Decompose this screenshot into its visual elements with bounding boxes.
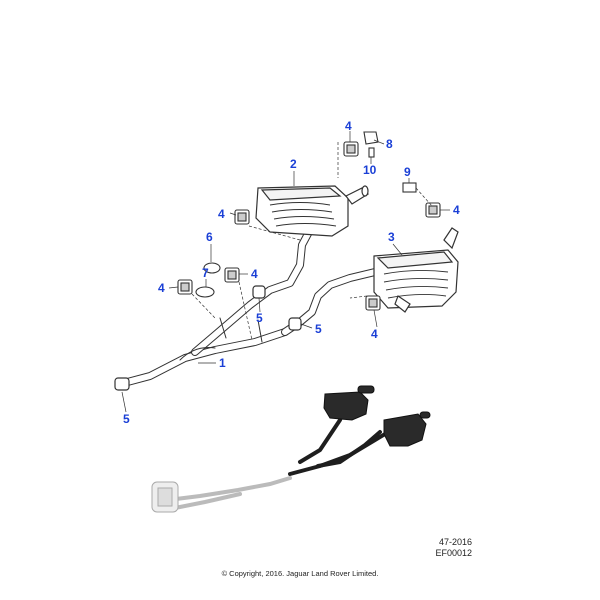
callout-4-right: 4 xyxy=(453,203,460,217)
rear-muffler-left xyxy=(255,185,369,237)
exhaust-pipe-assembly xyxy=(114,226,379,391)
callout-6: 6 xyxy=(206,230,213,244)
inset-mufflers xyxy=(323,385,431,447)
callout-4-lower-right: 4 xyxy=(371,327,378,341)
callout-4-top: 4 xyxy=(345,119,352,133)
leader-lines xyxy=(121,131,450,413)
mounting-hardware xyxy=(177,131,441,311)
callout-4-muffler-left: 4 xyxy=(218,207,225,221)
callout-9: 9 xyxy=(404,165,411,179)
part-callouts: 1 2 3 4 4 4 4 4 4 5 5 5 6 7 8 9 10 xyxy=(123,119,460,426)
callout-7: 7 xyxy=(202,266,209,280)
reference-id: EF00012 xyxy=(435,548,472,558)
inset-front-section xyxy=(166,476,292,510)
callout-10: 10 xyxy=(363,163,377,177)
callout-4-middle: 4 xyxy=(251,267,258,281)
callout-3: 3 xyxy=(388,230,395,244)
copyright-notice: © Copyright, 2016. Jaguar Land Rover Lim… xyxy=(221,569,379,578)
callout-5-front: 5 xyxy=(123,412,130,426)
callout-2: 2 xyxy=(290,157,297,171)
catalytic-converter-icon xyxy=(151,481,179,513)
inset-overview xyxy=(151,385,431,513)
callout-1: 1 xyxy=(219,356,226,370)
callout-5-right: 5 xyxy=(315,322,322,336)
reference-code: 47-2016 xyxy=(438,537,472,547)
callout-8: 8 xyxy=(386,137,393,151)
callout-5-middle: 5 xyxy=(256,311,263,325)
rear-muffler-right xyxy=(373,227,459,313)
callout-4-left: 4 xyxy=(158,281,165,295)
